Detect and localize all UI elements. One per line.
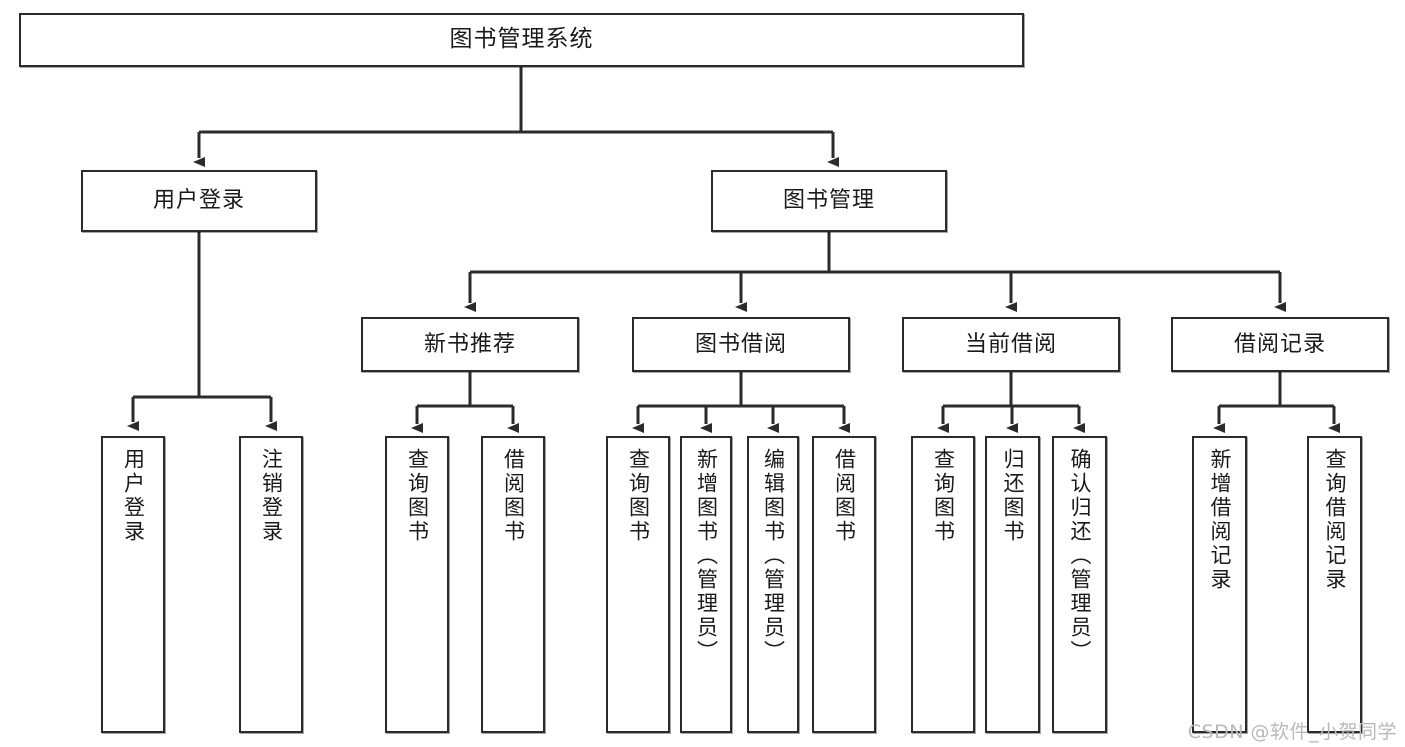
node-leaf-query-book-cur-label: 查询图书 bbox=[931, 448, 956, 544]
node-leaf-borrow-book-brw-label: 借阅图书 bbox=[832, 448, 857, 544]
node-book-borrow-label: 图书借阅 bbox=[694, 331, 787, 357]
node-leaf-add-book-label: 新增图书（管理员） bbox=[694, 448, 719, 664]
node-leaf-confirm-return[interactable]: 确认归还（管理员） bbox=[1052, 436, 1107, 733]
node-borrow-record[interactable]: 借阅记录 bbox=[1171, 317, 1389, 372]
node-leaf-borrow-book-brw[interactable]: 借阅图书 bbox=[812, 436, 876, 733]
csdn-watermark: CSDN @软件_小贺同学 bbox=[1187, 721, 1397, 743]
node-new-book-rec[interactable]: 新书推荐 bbox=[361, 317, 579, 372]
node-book-borrow[interactable]: 图书借阅 bbox=[632, 317, 850, 372]
node-leaf-add-book[interactable]: 新增图书（管理员） bbox=[680, 436, 732, 733]
node-book-manage-label: 图书管理 bbox=[782, 188, 875, 214]
node-leaf-query-record-label: 查询借阅记录 bbox=[1323, 448, 1347, 592]
node-leaf-add-record[interactable]: 新增借阅记录 bbox=[1192, 436, 1247, 733]
node-leaf-add-record-label: 新增借阅记录 bbox=[1208, 448, 1232, 592]
node-leaf-edit-book[interactable]: 编辑图书（管理员） bbox=[747, 436, 799, 733]
node-leaf-return-book-label: 归还图书 bbox=[1001, 448, 1025, 544]
node-leaf-borrow-book-rec-label: 借阅图书 bbox=[501, 448, 526, 544]
node-leaf-confirm-return-label: 确认归还（管理员） bbox=[1068, 448, 1092, 664]
node-root-label: 图书管理系统 bbox=[449, 26, 594, 53]
node-book-manage[interactable]: 图书管理 bbox=[711, 170, 947, 232]
node-user-login[interactable]: 用户登录 bbox=[81, 170, 317, 232]
node-leaf-edit-book-label: 编辑图书（管理员） bbox=[761, 448, 786, 664]
node-leaf-query-book-rec-label: 查询图书 bbox=[405, 448, 430, 544]
node-leaf-borrow-book-rec[interactable]: 借阅图书 bbox=[481, 436, 545, 733]
node-new-book-rec-label: 新书推荐 bbox=[423, 331, 516, 357]
node-borrow-record-label: 借阅记录 bbox=[1233, 331, 1326, 357]
node-leaf-query-book-rec[interactable]: 查询图书 bbox=[385, 436, 449, 733]
node-leaf-query-record[interactable]: 查询借阅记录 bbox=[1307, 436, 1362, 733]
node-leaf-user-login-label: 用户登录 bbox=[121, 448, 146, 544]
node-current-borrow-label: 当前借阅 bbox=[964, 331, 1057, 357]
node-leaf-query-book-cur[interactable]: 查询图书 bbox=[911, 436, 975, 733]
node-root[interactable]: 图书管理系统 bbox=[19, 13, 1024, 67]
node-leaf-user-logout-label: 注销登录 bbox=[259, 448, 284, 544]
node-leaf-return-book[interactable]: 归还图书 bbox=[985, 436, 1040, 733]
node-current-borrow[interactable]: 当前借阅 bbox=[902, 317, 1120, 372]
node-user-login-label: 用户登录 bbox=[152, 188, 245, 214]
node-leaf-user-logout[interactable]: 注销登录 bbox=[239, 436, 303, 733]
node-leaf-query-book-brw[interactable]: 查询图书 bbox=[606, 436, 670, 733]
node-leaf-user-login[interactable]: 用户登录 bbox=[101, 436, 165, 733]
node-leaf-query-book-brw-label: 查询图书 bbox=[626, 448, 651, 544]
